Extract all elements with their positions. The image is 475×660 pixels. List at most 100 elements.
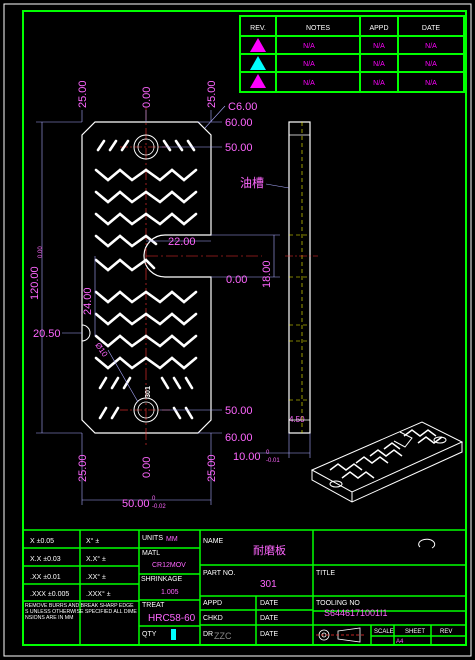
rev-row3-appd: N/A — [373, 80, 385, 87]
dim-bottom-25-right: 25.00 — [206, 454, 218, 482]
rev-triangle-2 — [250, 56, 266, 70]
rev-row3-notes: N/A — [303, 80, 315, 87]
matl-value: CR12MOV — [152, 562, 186, 569]
dim-y60-top: 60.00 — [225, 117, 253, 129]
qty-marker — [171, 629, 176, 640]
dim-top-000: 0.00 — [141, 87, 153, 108]
dim-top-25-left: 25.00 — [77, 80, 89, 108]
side-notch — [81, 324, 91, 342]
dim-slot-width: 22.00 — [168, 236, 196, 248]
dim-bottom-000: 0.00 — [141, 457, 153, 478]
dim-width-tol-lower: -0.02 — [152, 504, 166, 510]
chkd-date-label: DATE — [260, 615, 278, 622]
engraved-part-number: 301 — [145, 386, 152, 398]
dim-width-total: 50.00 — [122, 498, 150, 510]
partno-label: PART NO. — [203, 570, 235, 577]
appd-date-label: DATE — [260, 600, 278, 607]
rev-header-rev: REV. — [250, 25, 266, 32]
rev-triangle-1 — [250, 38, 266, 52]
inner-border — [22, 10, 467, 646]
notes-text: REMOVE BURRS AND BREAK SHARP EDGES UNLES… — [25, 603, 137, 621]
name-label: NAME — [203, 538, 224, 545]
treat-label: TREAT — [142, 602, 165, 609]
projection-symbol — [316, 627, 364, 643]
chkd-label: CHKD — [203, 615, 223, 622]
projection-mark — [418, 538, 436, 549]
revision-table: REV. NOTES APPD DATE N/A N/A N/A N/A N/A… — [239, 15, 465, 93]
top-hole-outer — [133, 134, 159, 160]
bottom-hole-inner — [137, 401, 155, 419]
dr-value: ZZC — [214, 631, 232, 641]
dim-width-tol-upper: 0 — [152, 496, 156, 502]
treat-value: HRC58-60 — [148, 613, 196, 624]
angle-label-4: .XXX° ± — [86, 590, 111, 598]
rev-header-notes: NOTES — [306, 25, 330, 32]
sheet-size: A4 — [396, 639, 404, 645]
tooling-value: S6446171001I1 — [324, 608, 388, 618]
dim-y60-bottom: 60.00 — [225, 432, 253, 444]
rev-row2-appd: N/A — [373, 61, 385, 68]
dim-dia: Ø10 — [93, 341, 109, 359]
dim-bottom-25-left: 25.00 — [77, 454, 89, 482]
rev-row2-notes: N/A — [303, 61, 315, 68]
dim-y24: 24.00 — [82, 287, 94, 315]
rev-header-date: DATE — [422, 25, 440, 32]
dim-thickness: 10.00 — [233, 451, 261, 463]
rev-row3-date: N/A — [425, 80, 437, 87]
appd-label: APPD — [203, 600, 222, 607]
dim-thickness-tol-lower: -0.01 — [266, 458, 280, 464]
dr-date-label: DATE — [260, 631, 278, 638]
partno-value: 301 — [260, 579, 277, 590]
side-view — [258, 121, 318, 458]
oil-grooves — [94, 139, 198, 420]
dr-label: DR — [203, 631, 213, 638]
tol-label-1: X ±0.05 — [30, 538, 54, 545]
sheet-label: SHEET — [405, 629, 425, 635]
dim-slot-center: 0.00 — [226, 274, 247, 286]
dim-top-25-right: 25.00 — [206, 80, 218, 108]
bottom-hole-outer — [133, 397, 159, 423]
dim-x2050: 20.50 — [33, 328, 61, 340]
dimension-lines — [36, 105, 280, 505]
dim-side-small: 4.50 — [289, 415, 305, 424]
side-view-outline — [288, 121, 311, 434]
tol-label-4: .XXX ±0.005 — [30, 591, 69, 598]
outer-border — [3, 3, 472, 657]
units-value: MM — [166, 536, 178, 543]
title-label: TITLE — [316, 570, 335, 577]
dim-slot-height: 18.00 — [261, 260, 273, 288]
dim-height-total: 120.00 — [29, 266, 41, 300]
matl-label: MATL — [142, 550, 160, 557]
rev-row2-date: N/A — [425, 61, 437, 68]
scale-label: SCALE — [374, 629, 394, 635]
units-label: UNITS — [142, 535, 163, 542]
label-oil-groove: 油槽 — [240, 176, 264, 190]
tooling-label: TOOLING NO — [316, 600, 360, 607]
dimension-texts: 25.00 0.00 25.00 C6.00 60.00 50.00 22.00… — [29, 80, 305, 510]
rev-header-appd: APPD — [369, 25, 388, 32]
angle-label-1: X° ± — [86, 537, 99, 545]
dim-y50-top: 50.00 — [225, 142, 253, 154]
title-block-texts: X ±0.05 X.X ±0.03 .XX ±0.01 .XXX ±0.005 … — [25, 535, 452, 645]
name-value: 耐磨板 — [253, 543, 286, 557]
shrinkage-label: SHRINKAGE — [141, 576, 183, 583]
rev-row1-appd: N/A — [373, 43, 385, 50]
shrinkage-value: 1.005 — [161, 589, 179, 596]
front-view: 301 — [81, 108, 262, 448]
angle-label-2: X.X° ± — [86, 555, 106, 563]
rev-row1-notes: N/A — [303, 43, 315, 50]
angle-label-3: .XX° ± — [86, 573, 106, 581]
rev-label: REV — [440, 629, 452, 635]
isometric-view — [310, 421, 464, 503]
top-hole-inner — [137, 138, 155, 156]
title-block — [23, 529, 466, 645]
qty-label: QTY — [142, 631, 157, 638]
rev-row1-date: N/A — [425, 43, 437, 50]
tol-label-3: .XX ±0.01 — [30, 574, 61, 581]
tol-label-2: X.X ±0.03 — [30, 556, 61, 563]
dim-chamfer: C6.00 — [228, 101, 257, 113]
dim-height-tol: 0.00 — [38, 246, 44, 258]
dim-y50-bottom: 50.00 — [225, 405, 253, 417]
rev-triangle-3 — [250, 74, 266, 88]
